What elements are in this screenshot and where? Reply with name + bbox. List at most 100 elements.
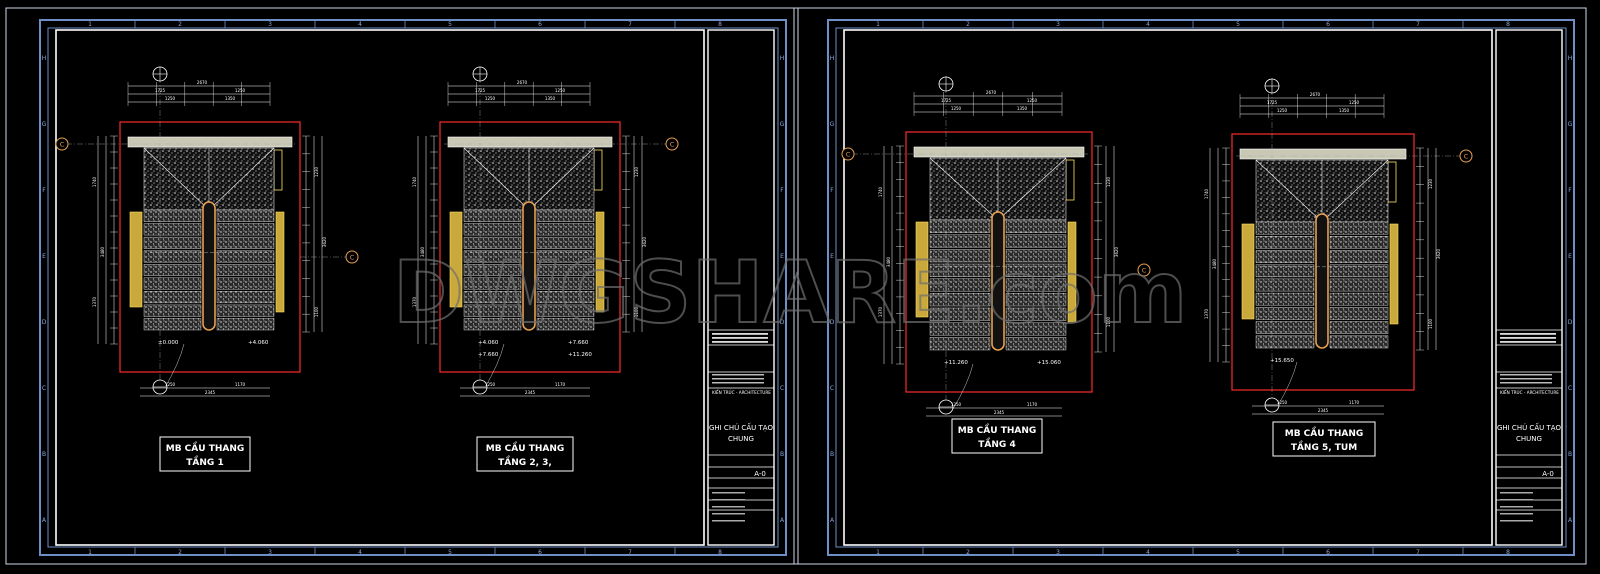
dimension-text: 1230 xyxy=(1106,176,1111,187)
grid-column-label: 5 xyxy=(1236,549,1240,556)
grid-column-label: 3 xyxy=(1056,21,1060,28)
dimension-text: 1740 xyxy=(1204,188,1209,199)
grid-column-label: 4 xyxy=(1146,21,1150,28)
stair-step xyxy=(1005,293,1067,307)
right-wall xyxy=(275,211,285,313)
level-label: +7.660 xyxy=(568,340,589,346)
stair-step xyxy=(463,318,522,331)
plan-title-line2: TẦNG 2, 3, xyxy=(498,455,552,468)
sheet-number: A-0 xyxy=(754,470,766,478)
dimension-text: 1170 xyxy=(235,382,246,387)
dimension-text: 1250 xyxy=(165,96,176,101)
dimension-text: 3480 xyxy=(420,246,425,257)
drawing-title-line1: GHI CHÚ CẤU TẠO xyxy=(1497,422,1562,432)
stair-step xyxy=(1329,236,1389,249)
grid-column-label: 7 xyxy=(1416,21,1420,28)
grid-column-label: 1 xyxy=(88,21,92,28)
stair-step xyxy=(1329,250,1389,263)
dimension-text: 1170 xyxy=(555,382,566,387)
grid-column-label: 3 xyxy=(268,549,272,556)
grid-column-label: 4 xyxy=(358,549,362,556)
dimension-text: 2345 xyxy=(525,390,536,395)
stair-step xyxy=(1329,278,1389,292)
handrail xyxy=(1315,213,1329,349)
dimension-chain-bottom: 1250 1170 2345 xyxy=(460,382,590,397)
grid-row-label: G xyxy=(780,121,785,128)
dimension-text: 1350 xyxy=(1017,106,1028,111)
grid-row-label: B xyxy=(780,451,784,458)
stair-step xyxy=(1255,307,1315,320)
stair-step xyxy=(929,322,991,336)
plan-title-line1: MB CẦU THANG xyxy=(958,423,1037,436)
stair-step xyxy=(536,250,595,263)
dimension-text: 1250 xyxy=(951,106,962,111)
dimension-text: 1250 xyxy=(485,382,496,387)
level-label: +7.660 xyxy=(478,352,499,358)
stair-step xyxy=(143,250,202,263)
title-block-field-line xyxy=(1500,520,1533,522)
stair-boundary xyxy=(1231,133,1415,391)
stair-step xyxy=(216,277,275,290)
right-wall xyxy=(1389,223,1399,325)
title-block-note-line xyxy=(1500,382,1552,384)
dimension-text: 1725 xyxy=(1267,100,1278,105)
dimension-text: 1725 xyxy=(155,88,166,93)
title-block-field-line xyxy=(712,520,745,522)
drawing-title-line1: GHI CHÚ CẤU TẠO xyxy=(709,422,774,432)
dimension-text: 2670 xyxy=(1310,92,1321,97)
stair-step xyxy=(143,223,202,236)
title-block-field-line xyxy=(712,492,745,494)
stair-boundary xyxy=(119,121,301,373)
grid-row-label: C xyxy=(42,385,46,392)
drawing-title-line2: CHUNG xyxy=(1516,435,1542,443)
grid-column-label: 7 xyxy=(628,549,632,556)
stair-step xyxy=(929,278,991,292)
grid-row-label: E xyxy=(780,253,784,260)
left-wall xyxy=(915,221,929,318)
stair-step xyxy=(1005,278,1067,292)
top-beam xyxy=(127,136,293,148)
dimension-text: 1100 xyxy=(1106,316,1111,327)
grid-row-label: F xyxy=(830,187,834,194)
stair-step xyxy=(463,223,522,236)
dimension-text: 3620 xyxy=(1436,248,1441,259)
stair-boundary xyxy=(905,131,1093,393)
stair-step xyxy=(1255,236,1315,249)
dimension-text: 1740 xyxy=(878,186,883,197)
title-block-stamp-line xyxy=(712,333,768,335)
dimension-text: 1250 xyxy=(235,88,246,93)
grid-column-label: 4 xyxy=(1146,549,1150,556)
stair-step xyxy=(1255,335,1315,349)
grid-column-label: 1 xyxy=(88,549,92,556)
grid-row-label: E xyxy=(1568,253,1572,260)
dimension-text: 3620 xyxy=(1114,246,1119,257)
axis-bubble-side-label: C xyxy=(60,141,65,149)
grid-column-label: 8 xyxy=(718,21,722,28)
stair-step xyxy=(536,209,595,222)
grid-column-label: 6 xyxy=(1326,549,1330,556)
grid-row-label: D xyxy=(42,319,47,326)
plan-title-box xyxy=(159,436,251,472)
dimension-text: 1100 xyxy=(634,306,639,317)
grid-column-label: 8 xyxy=(1506,21,1510,28)
stair-step xyxy=(536,304,595,317)
dimension-text: 1250 xyxy=(1349,100,1360,105)
level-label: +4.060 xyxy=(478,340,499,346)
grid-column-label: 3 xyxy=(1056,549,1060,556)
dimension-text: 1100 xyxy=(314,306,319,317)
stair-step xyxy=(1255,278,1315,292)
axis-bubble-side-label: C xyxy=(1142,267,1147,275)
dimension-text: 1350 xyxy=(545,96,556,101)
plan-title-line1: MB CẦU THANG xyxy=(166,441,245,454)
